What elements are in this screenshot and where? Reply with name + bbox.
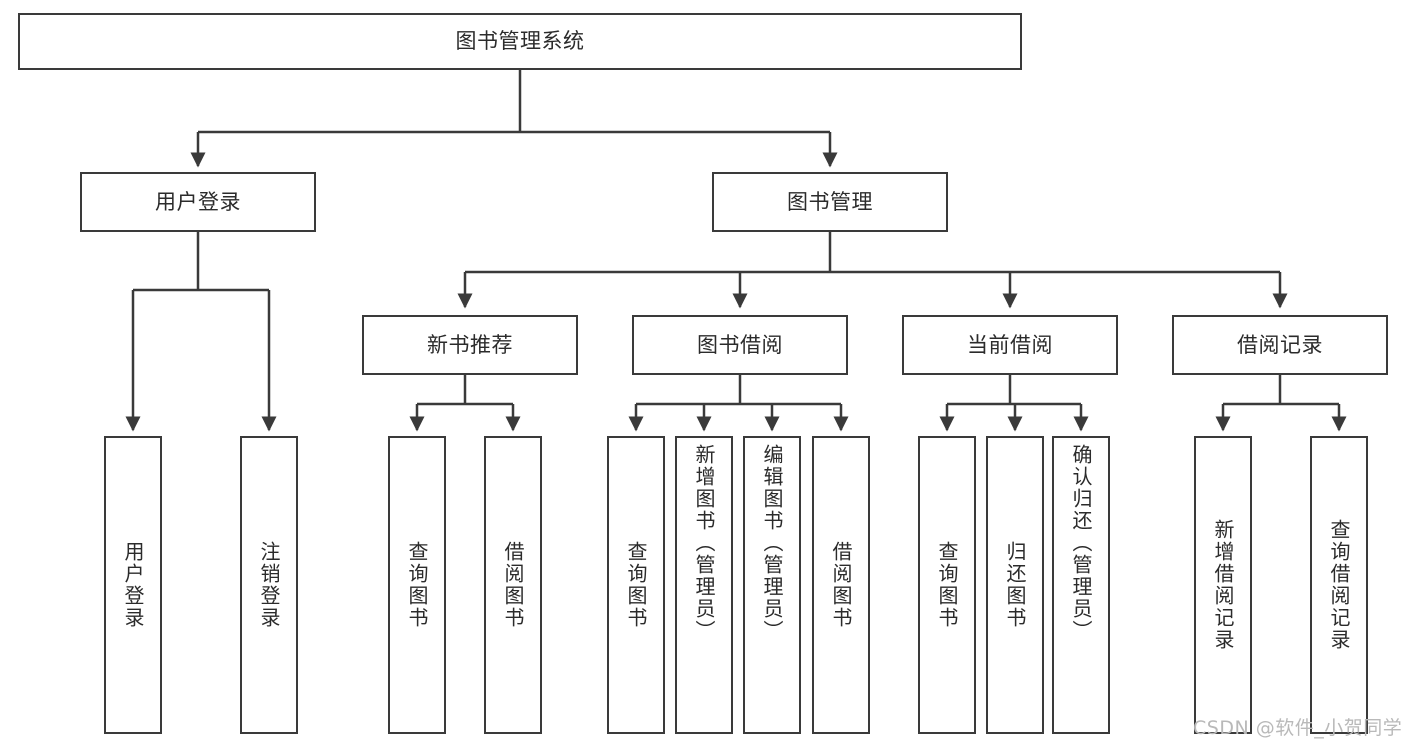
node-leaf-confirm-return-label: 确认归还（管理员）: [1069, 444, 1093, 642]
node-leaf-return-book-label: 归还图书: [1003, 541, 1027, 629]
node-leaf-user-login-label: 用户登录: [121, 541, 145, 629]
node-leaf-add-record-label: 新增借阅记录: [1211, 519, 1235, 651]
node-leaf-add-book[interactable]: 新增图书（管理员）: [675, 436, 733, 734]
node-leaf-add-book-label: 新增图书（管理员）: [692, 444, 716, 642]
node-borrow-record-label: 借阅记录: [1237, 332, 1323, 357]
node-leaf-logout[interactable]: 注销登录: [240, 436, 298, 734]
node-leaf-query-book-2[interactable]: 查询图书: [607, 436, 665, 734]
node-user-login[interactable]: 用户登录: [80, 172, 316, 232]
node-new-book-rec[interactable]: 新书推荐: [362, 315, 578, 375]
node-leaf-edit-book-label: 编辑图书（管理员）: [760, 444, 784, 642]
node-leaf-borrow-book-2[interactable]: 借阅图书: [812, 436, 870, 734]
node-leaf-query-book-3-label: 查询图书: [935, 541, 959, 629]
node-new-book-rec-label: 新书推荐: [427, 332, 513, 357]
csdn-watermark: CSDN @软件_小贺同学: [1193, 717, 1403, 739]
node-book-borrow[interactable]: 图书借阅: [632, 315, 848, 375]
node-leaf-borrow-book-2-label: 借阅图书: [829, 541, 853, 629]
node-user-login-label: 用户登录: [155, 189, 241, 214]
node-leaf-return-book[interactable]: 归还图书: [986, 436, 1044, 734]
node-book-manage[interactable]: 图书管理: [712, 172, 948, 232]
node-root-label: 图书管理系统: [455, 29, 585, 54]
node-leaf-user-login[interactable]: 用户登录: [104, 436, 162, 734]
node-borrow-record[interactable]: 借阅记录: [1172, 315, 1388, 375]
node-leaf-query-record[interactable]: 查询借阅记录: [1310, 436, 1368, 734]
node-current-borrow-label: 当前借阅: [967, 332, 1053, 357]
node-leaf-query-book-1[interactable]: 查询图书: [388, 436, 446, 734]
node-leaf-borrow-book-1-label: 借阅图书: [501, 541, 525, 629]
node-leaf-borrow-book-1[interactable]: 借阅图书: [484, 436, 542, 734]
node-leaf-add-record[interactable]: 新增借阅记录: [1194, 436, 1252, 734]
node-leaf-query-book-2-label: 查询图书: [624, 541, 648, 629]
node-leaf-logout-label: 注销登录: [257, 541, 281, 629]
node-leaf-confirm-return[interactable]: 确认归还（管理员）: [1052, 436, 1110, 734]
node-book-borrow-label: 图书借阅: [697, 332, 783, 357]
node-leaf-query-book-1-label: 查询图书: [405, 541, 429, 629]
node-root[interactable]: 图书管理系统: [18, 13, 1022, 70]
node-current-borrow[interactable]: 当前借阅: [902, 315, 1118, 375]
node-leaf-query-book-3[interactable]: 查询图书: [918, 436, 976, 734]
node-leaf-edit-book[interactable]: 编辑图书（管理员）: [743, 436, 801, 734]
node-leaf-query-record-label: 查询借阅记录: [1327, 519, 1351, 651]
node-book-manage-label: 图书管理: [787, 189, 873, 214]
